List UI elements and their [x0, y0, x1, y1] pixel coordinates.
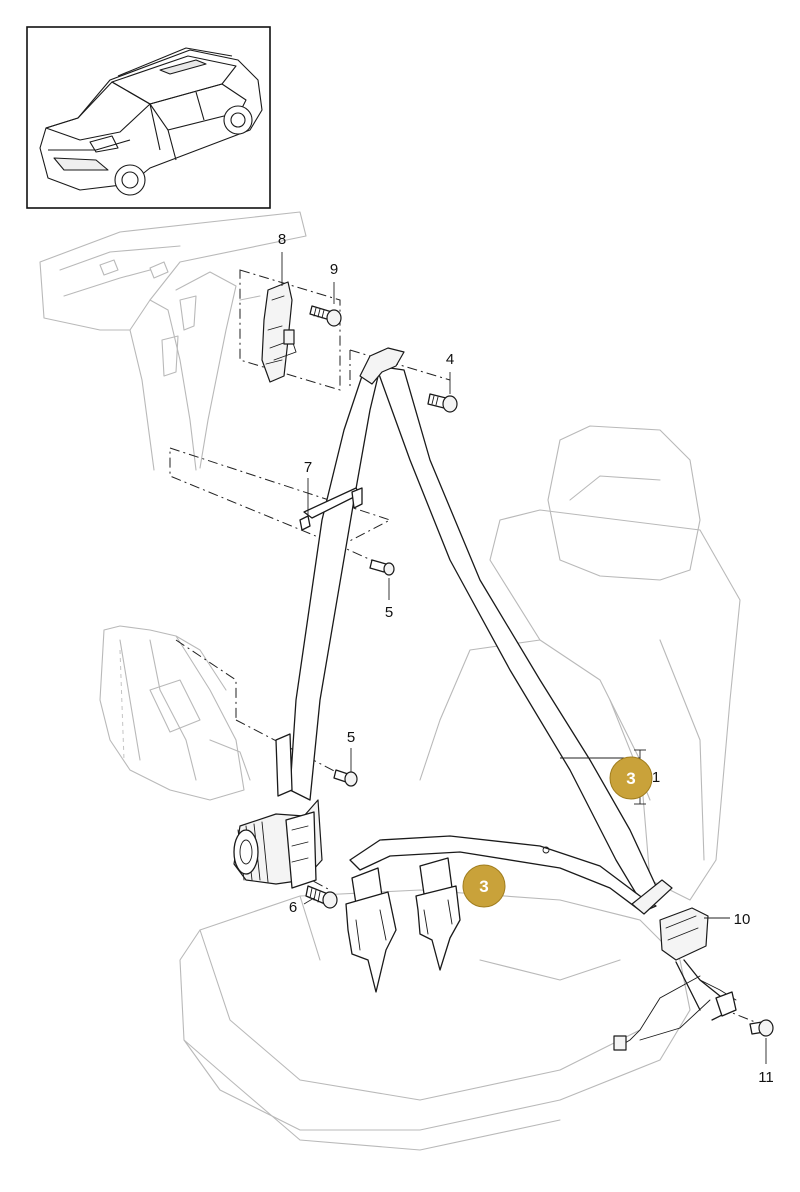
callout-1: 1 — [652, 769, 660, 786]
badge-a-label: 3 — [626, 769, 635, 788]
guide-bolt-upper — [369, 559, 395, 576]
callout-5-lower: 5 — [347, 729, 355, 746]
callout-11: 11 — [758, 1069, 774, 1086]
belt-retractor — [233, 733, 323, 889]
repair-kit-badge-b[interactable]: 3 — [462, 864, 506, 908]
callout-8: 8 — [278, 231, 286, 248]
badge-b-label: 3 — [479, 877, 488, 896]
ghost-body-structure — [39, 211, 307, 801]
belt-buckle — [613, 907, 737, 1051]
repair-kit-badge-a[interactable]: 3 — [609, 756, 653, 800]
adjuster-bolt — [309, 305, 342, 327]
callout-9: 9 — [330, 261, 338, 278]
vehicle-thumbnail — [26, 26, 271, 209]
callout-7: 7 — [304, 459, 312, 476]
retractor-bolt — [305, 885, 338, 909]
callout-4: 4 — [446, 351, 454, 368]
callout-10: 10 — [734, 911, 751, 928]
seat-belt-webbing — [289, 347, 673, 915]
guide-bolt-lower — [333, 769, 358, 787]
upper-anchor-bolt — [427, 393, 458, 413]
callout-5-upper: 5 — [385, 604, 393, 621]
ghost-seat — [179, 425, 741, 1151]
height-adjuster — [261, 281, 297, 383]
repair-kit-clips — [345, 857, 461, 993]
vehicle-thumbnail-icon — [39, 47, 263, 196]
assembly-lines — [169, 269, 761, 1025]
callout-numbers: 8 9 4 7 5 5 6 10 11 1 — [278, 231, 774, 1086]
belt-guide — [299, 487, 363, 531]
buckle-bolt — [749, 1019, 774, 1037]
callout-6: 6 — [289, 899, 297, 916]
